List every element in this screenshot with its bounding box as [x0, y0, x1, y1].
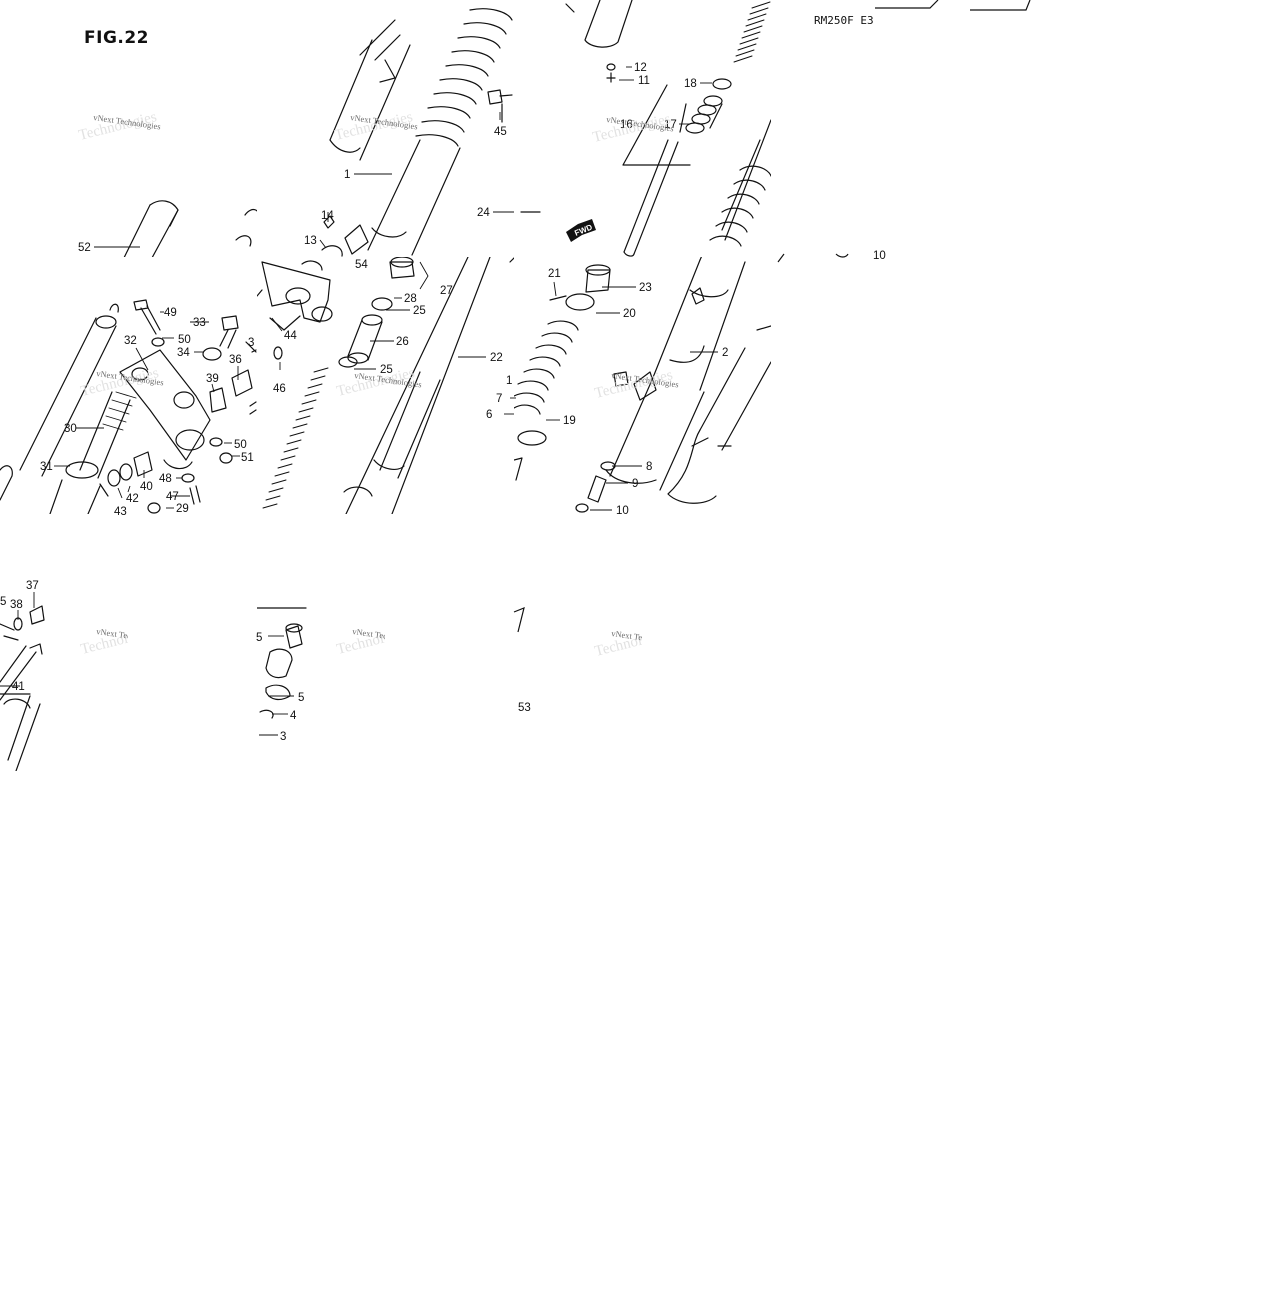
callout-17: 17 [664, 119, 677, 131]
callout-36: 36 [229, 354, 242, 366]
callout-32: 32 [124, 335, 137, 347]
callout-5c: 5 [0, 596, 6, 608]
callout-45: 45 [494, 126, 507, 138]
callout-22: 22 [490, 352, 503, 364]
callout-18: 18 [684, 78, 697, 90]
model-code: RM250F E3 [814, 14, 874, 27]
callout-27: 27 [440, 285, 453, 297]
callout-44: 44 [284, 330, 297, 342]
callout-47: 47 [166, 491, 179, 503]
callout-1b: 1 [506, 375, 512, 387]
callout-3b: 3 [248, 337, 254, 349]
figure-title: FIG.22 [84, 28, 150, 48]
lower-bracket-drawing [0, 605, 45, 771]
callout-labels: 1 2 3 4 5 5 5 6 7 8 9 10 11 12 13 14 16 … [0, 62, 886, 743]
callout-34: 34 [177, 347, 190, 359]
callout-20: 20 [623, 308, 636, 320]
callout-9: 9 [632, 478, 638, 490]
callout-5b: 5 [256, 632, 262, 644]
damper-rod-drawing [520, 0, 771, 257]
callout-5: 5 [298, 692, 304, 704]
callout-2: 2 [722, 347, 728, 359]
callout-10: 10 [616, 505, 629, 517]
callout-37: 37 [26, 580, 39, 592]
callout-10b: 10 [873, 250, 886, 262]
fork-tube-52-drawing [123, 200, 257, 257]
callout-54: 54 [355, 259, 368, 271]
callout-33: 33 [193, 317, 206, 329]
callout-30: 30 [64, 423, 77, 435]
callout-53: 53 [518, 702, 531, 714]
callout-24: 24 [477, 207, 490, 219]
callout-11: 11 [638, 75, 650, 87]
callout-25: 25 [413, 305, 426, 317]
lower-leg-drawing [514, 257, 771, 513]
callout-50b: 50 [234, 439, 247, 451]
callout-21: 21 [548, 268, 561, 280]
callout-26: 26 [396, 336, 409, 348]
callout-1: 1 [344, 169, 350, 181]
callout-28: 28 [404, 293, 417, 305]
callout-46: 46 [273, 383, 286, 395]
callout-29: 29 [176, 503, 189, 515]
callout-14: 14 [321, 210, 334, 222]
callout-19: 19 [563, 415, 576, 427]
callout-23: 23 [639, 282, 652, 294]
callout-50: 50 [178, 334, 191, 346]
callout-40: 40 [140, 481, 153, 493]
fragment-lines [513, 0, 1031, 633]
callout-8: 8 [646, 461, 652, 473]
callout-42: 42 [126, 493, 139, 505]
callout-48: 48 [159, 473, 172, 485]
callout-49: 49 [164, 307, 177, 319]
callout-16: 16 [620, 119, 633, 131]
callout-51: 51 [241, 452, 254, 464]
leader-lines [0, 66, 718, 736]
callout-39: 39 [206, 373, 219, 385]
outer-tube-1-drawing [321, 8, 513, 257]
fork-internals-drawing [257, 257, 514, 514]
watermark-fragments: Technologies vNext Technologies Technolo… [79, 623, 642, 660]
callout-52: 52 [78, 242, 91, 254]
callout-31: 31 [40, 461, 53, 473]
seal-parts-drawing [257, 607, 307, 719]
callout-43: 43 [114, 506, 127, 518]
callout-41: 41 [12, 681, 25, 693]
fwd-arrow-icon [566, 219, 596, 242]
steering-stem-drawing [0, 299, 257, 514]
callout-4: 4 [290, 710, 297, 722]
callout-12: 12 [634, 62, 647, 74]
callout-6: 6 [486, 409, 492, 421]
callout-38: 38 [10, 599, 23, 611]
callout-13: 13 [304, 235, 317, 247]
callout-7: 7 [496, 393, 502, 405]
callout-25b: 25 [380, 364, 393, 376]
callout-3: 3 [280, 731, 286, 743]
